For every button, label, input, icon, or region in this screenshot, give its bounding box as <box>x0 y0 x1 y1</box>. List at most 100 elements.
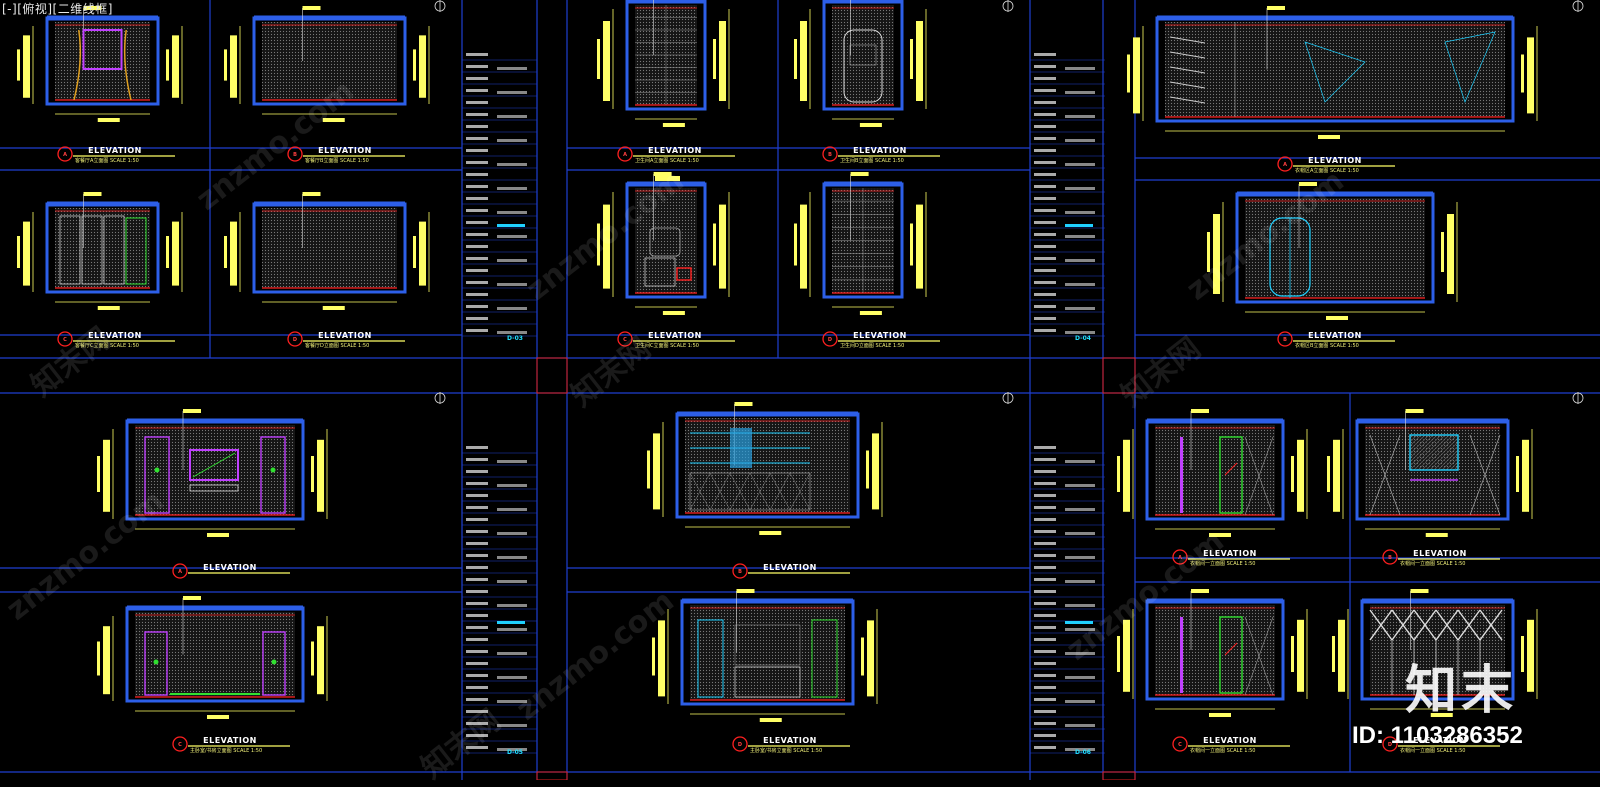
curtain-right <box>123 29 132 101</box>
dimension-tick <box>713 223 716 266</box>
title-block-label <box>466 137 488 140</box>
title-block-label <box>466 101 488 104</box>
panel-cross <box>1244 616 1274 696</box>
title-block-label <box>1034 185 1056 188</box>
title-block-value <box>1065 235 1095 238</box>
mirror-glare <box>1224 462 1238 476</box>
elevation-marker-icon <box>822 146 838 162</box>
elevation-marker-icon <box>1172 736 1188 752</box>
elevation-marker-icon <box>822 331 838 347</box>
lattice-bar <box>1457 609 1481 641</box>
toilet <box>676 267 692 281</box>
title-block-label <box>1034 506 1056 509</box>
title-block-value <box>497 484 527 487</box>
annotation-text-block <box>734 402 753 406</box>
elevation-title-text: ELEVATION <box>763 736 817 745</box>
elevation-title-text: ELEVATION <box>318 331 372 340</box>
elevation-subtitle: 衣帽间一立面图 SCALE 1:50 <box>1190 560 1255 567</box>
dimension-tick <box>1327 456 1330 492</box>
dimension-text-block <box>603 21 610 101</box>
dimension-text-block <box>207 533 229 537</box>
elevation-subtitle: 衣帽区A立面图 SCALE 1:50 <box>1295 167 1359 174</box>
elevation-title-text: ELEVATION <box>203 563 257 572</box>
dimension-tick <box>1117 456 1120 492</box>
lattice-bar <box>1413 609 1437 641</box>
title-block-label <box>1034 686 1056 689</box>
wall-hatch <box>55 22 150 100</box>
dimension-text-block <box>1333 439 1340 512</box>
dimension-text-block <box>317 439 324 512</box>
headboard <box>734 624 801 666</box>
title-block-value <box>1065 115 1095 118</box>
title-block-label <box>466 578 488 581</box>
title-block-label <box>1034 698 1056 701</box>
dimension-text-block <box>1447 214 1454 294</box>
elevation-13 <box>97 596 328 719</box>
title-block-label <box>1034 149 1056 152</box>
dimension-tick <box>413 49 416 81</box>
title-block-label <box>466 506 488 509</box>
elevation-title-text: ELEVATION <box>1413 549 1467 558</box>
elevation-marker-letter: B <box>828 152 832 158</box>
title-block-value <box>1065 748 1095 751</box>
elevation-marker-icon <box>287 146 303 162</box>
wall-hatch <box>685 418 850 513</box>
wall-hatch <box>1155 425 1275 515</box>
title-block-label <box>1034 65 1056 68</box>
door-leaf <box>843 29 883 103</box>
viewport-label[interactable]: [-][俯视][二维线框] <box>2 2 113 16</box>
cabinet-cross <box>749 472 771 511</box>
dimension-text-block <box>662 311 685 315</box>
elevation-marker-icon <box>1277 331 1293 347</box>
dimension-text-block <box>1297 619 1304 692</box>
title-block-value <box>497 700 527 703</box>
elevation-title-text: ELEVATION <box>1308 331 1362 340</box>
lattice-bar <box>1391 609 1415 641</box>
elevation-subtitle: 主卧室/书房立面图 SCALE 1:50 <box>190 747 262 754</box>
elevation-subtitle: 卫生间B立面图 SCALE 1:50 <box>840 157 904 164</box>
panel-cross <box>1369 434 1401 516</box>
elevation-17 <box>1117 589 1308 717</box>
decor-panel <box>1304 41 1366 103</box>
title-block-label <box>466 281 488 284</box>
elevation-drawings <box>17 0 1538 722</box>
title-block-value <box>497 628 527 631</box>
title-block-label <box>1034 77 1056 80</box>
title-block-value <box>1065 580 1095 583</box>
elevation-7 <box>597 172 730 315</box>
dimension-text-block <box>207 715 229 719</box>
elevation-marker-icon <box>287 331 303 347</box>
elevation-subtitle: 卫生间C立面图 SCALE 1:50 <box>635 342 699 349</box>
elevation-12 <box>647 402 883 535</box>
dimension-tick <box>1127 54 1130 93</box>
title-block-label <box>1034 221 1056 224</box>
annotation-text-block <box>183 596 201 600</box>
dimension-text-block <box>1318 135 1340 139</box>
title-block-value <box>1065 628 1095 631</box>
dimension-tick <box>1521 636 1524 672</box>
dimension-text-block <box>419 221 426 286</box>
dimension-text-block <box>1123 619 1130 692</box>
title-block-label <box>466 458 488 461</box>
title-block-label <box>466 113 488 116</box>
door-panel <box>103 215 125 285</box>
dimension-tick <box>910 39 913 79</box>
dimension-tick <box>1291 456 1294 492</box>
title-block-label <box>466 305 488 308</box>
annotation-text-block <box>653 172 672 176</box>
elevation-marker-icon <box>732 563 748 579</box>
dimension-tick <box>1117 636 1120 672</box>
title-block-label <box>1034 257 1056 260</box>
title-block-label <box>1034 554 1056 557</box>
title-block-label <box>466 293 488 296</box>
title-block-value <box>497 580 527 583</box>
dimension-text-block <box>603 204 610 289</box>
dimension-text-block <box>916 204 923 289</box>
